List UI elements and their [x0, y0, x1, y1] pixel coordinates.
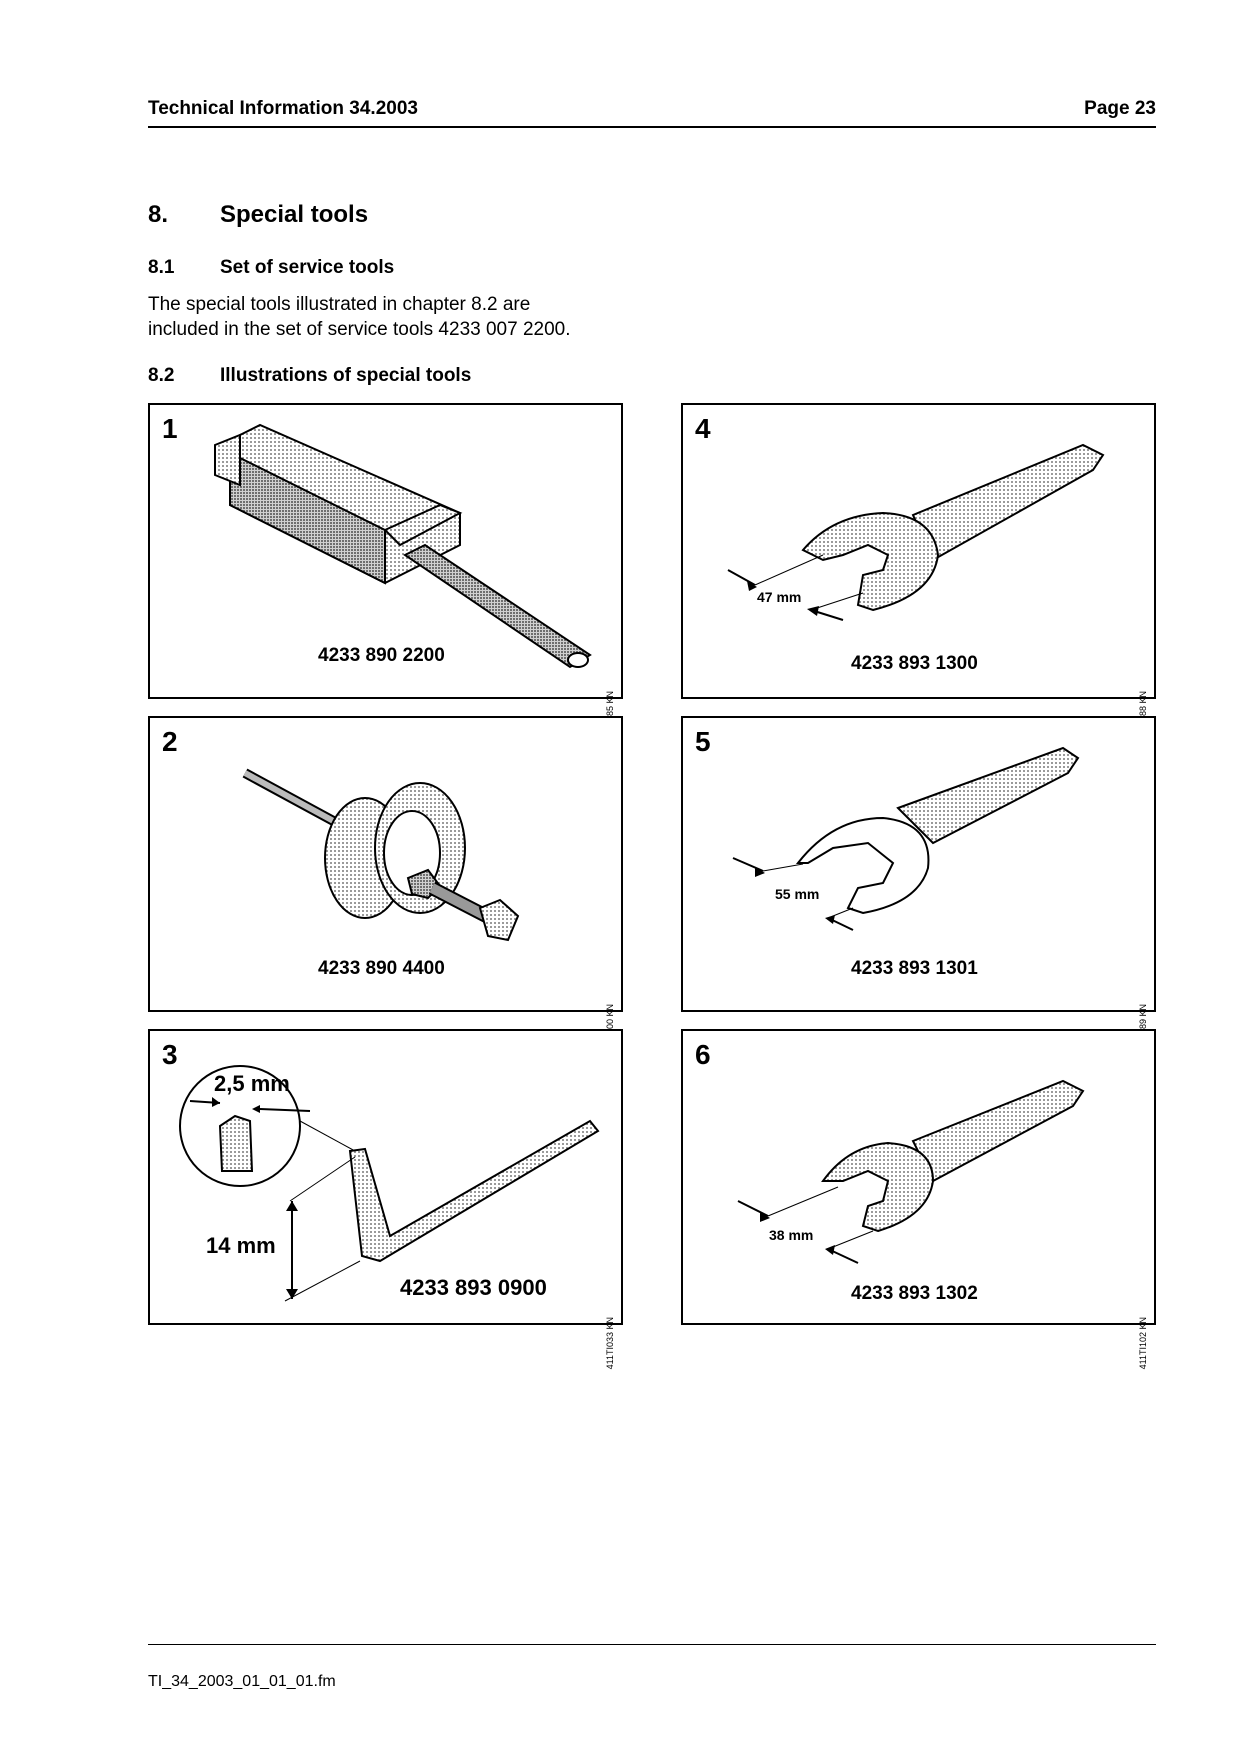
- subsection-1-body: The special tools illustrated in chapter…: [148, 292, 668, 342]
- panel-number: 2: [162, 726, 178, 757]
- header-rule: [148, 126, 1156, 128]
- tool-panel-5: 5 55 mm 4233 893 1301 411TI089 KN: [681, 716, 1156, 1056]
- part-number: 4233 893 1301: [851, 958, 978, 979]
- part-number: 4233 890 2200: [318, 645, 445, 666]
- panel-number: 6: [695, 1039, 711, 1070]
- part-number: 4233 893 1300: [851, 653, 978, 674]
- header-title: Technical Information 34.2003: [148, 98, 418, 119]
- wrench-38-illustration: [737, 1079, 1085, 1264]
- subsection-1-title: Set of service tools: [220, 257, 395, 278]
- panel-number: 4: [695, 413, 711, 444]
- wrench-55-illustration: [732, 746, 1080, 931]
- subsection-2-title: Illustrations of special tools: [220, 365, 472, 386]
- tool-panel-4: 4 47 mm 4233 893 1300 411TI088 KN: [681, 403, 1156, 743]
- part-number: 4233 890 4400: [318, 958, 445, 979]
- hex-key-illustration: [179, 1065, 600, 1302]
- part-number: 4233 893 1302: [851, 1283, 978, 1304]
- footer-filename: TI_34_2003_01_01_01.fm: [148, 1673, 336, 1690]
- subsection-1-number: 8.1: [148, 257, 175, 278]
- jaw-size-label: 38 mm: [769, 1227, 814, 1243]
- jaw-size-label: 55 mm: [775, 886, 820, 902]
- tool-panel-1: 1 4233 890 2200 411TI085 KN: [148, 403, 623, 743]
- panel-number: 1: [162, 413, 178, 444]
- wrench-47-illustration: [727, 443, 1105, 621]
- page-number: Page 23: [1084, 98, 1156, 119]
- tool-panel-3: 3 2,5 mm 14 mm 4233 893 0900 411TI033 KN: [148, 1029, 623, 1369]
- footer-rule: [148, 1644, 1156, 1645]
- body-line-1: The special tools illustrated in chapter…: [148, 294, 531, 315]
- tool-panel-2: 2 4233 890 4400 411TI100 KN: [148, 716, 623, 1056]
- puller-tool-illustration: [242, 768, 520, 942]
- extractor-tool-illustration: [214, 423, 592, 669]
- panel-number: 5: [695, 726, 711, 757]
- jaw-size-label: 47 mm: [757, 589, 802, 605]
- tool-panel-6: 6 38 mm 4233 893 1302 411TI102 KN: [681, 1029, 1156, 1369]
- part-number: 4233 893 0900: [400, 1275, 547, 1300]
- section-number: 8.: [148, 201, 169, 228]
- section-title: Special tools: [220, 201, 369, 228]
- panel-number: 3: [162, 1039, 178, 1070]
- subsection-2-number: 8.2: [148, 365, 175, 386]
- body-line-2: included in the set of service tools 423…: [148, 319, 571, 340]
- hex-size-label: 2,5 mm: [214, 1071, 290, 1096]
- arm-length-label: 14 mm: [206, 1233, 276, 1258]
